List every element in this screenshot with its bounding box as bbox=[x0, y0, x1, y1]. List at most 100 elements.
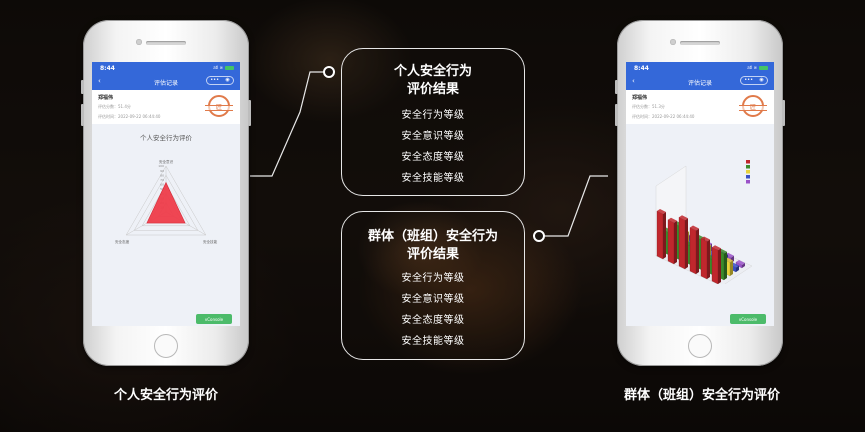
back-icon[interactable]: ‹ bbox=[632, 77, 635, 85]
signal-icon: atl ≋ bbox=[747, 65, 757, 70]
record-card: 郑福伟 评估分数：51.4分 评估时间：2022-09-22 06:44:40 … bbox=[92, 90, 240, 124]
bar3d-bar-side bbox=[674, 220, 677, 264]
nav-bar: 8:44 atl ≋ ‹ 评估记录 ••• ◉ bbox=[92, 62, 240, 90]
more-icon[interactable]: ••• bbox=[744, 77, 754, 83]
bar3d-bar-top bbox=[690, 225, 699, 231]
radar-title: 个人安全行为评价 bbox=[140, 134, 193, 142]
bar3d-bar bbox=[711, 247, 719, 284]
status-icons: atl ≋ bbox=[747, 65, 768, 70]
battery-icon bbox=[225, 66, 234, 70]
connector-dot-left bbox=[323, 66, 335, 78]
right-phone-screen: 8:44 atl ≋ ‹ 评估记录 ••• ◉ 郑福伟 评估分数：51.3分 评… bbox=[626, 62, 774, 326]
speaker-grille bbox=[146, 41, 186, 45]
box-heading-2: 评价结果 bbox=[406, 82, 459, 97]
list-item: 安全意识等级 bbox=[401, 294, 465, 305]
miniprogram-capsule[interactable]: ••• ◉ bbox=[740, 76, 768, 85]
list-item: 安全行为等级 bbox=[401, 110, 465, 121]
radar-series-area bbox=[146, 181, 186, 224]
bar3d-bar-side bbox=[742, 263, 745, 268]
connector-dot-right bbox=[533, 230, 545, 242]
signal-icon: atl ≋ bbox=[213, 65, 223, 70]
radar-axis-label: 安全技能 bbox=[203, 239, 218, 244]
individual-result-box: 个人安全行为 评价结果 安全行为等级 安全意识等级 安全态度等级 安全技能等级 bbox=[341, 48, 525, 196]
bar3d-bar-side bbox=[663, 212, 666, 259]
radar-tick-label: 50 bbox=[160, 187, 164, 191]
bar3d-bar-top bbox=[736, 260, 745, 265]
bar3d-bar-top bbox=[712, 245, 721, 251]
right-phone: 8:44 atl ≋ ‹ 评估记录 ••• ◉ 郑福伟 评估分数：51.3分 评… bbox=[615, 20, 785, 366]
box-heading: 个人安全行为 bbox=[393, 64, 472, 79]
bar3d-bar-side bbox=[730, 260, 733, 276]
radar-tick-label: 80 bbox=[160, 173, 164, 177]
box-heading-2: 评价结果 bbox=[406, 247, 459, 262]
radar-tick-label: 70 bbox=[160, 178, 164, 182]
close-icon[interactable]: ◉ bbox=[225, 77, 230, 83]
radar-grid-ring bbox=[141, 183, 191, 227]
bar3d-bar-side bbox=[707, 239, 710, 279]
list-item: 安全态度等级 bbox=[401, 152, 465, 163]
list-item: 安全技能等级 bbox=[401, 173, 465, 184]
person-name: 郑福伟 bbox=[98, 95, 114, 101]
close-icon[interactable]: ◉ bbox=[759, 77, 764, 83]
bar3d-bar bbox=[700, 238, 708, 280]
person-name: 郑福伟 bbox=[632, 95, 648, 101]
bar3d-bar-top bbox=[725, 252, 734, 258]
bar3d-bar-top bbox=[657, 209, 666, 214]
bar3d-bar-top bbox=[701, 236, 710, 242]
assessment-time: 评估时间：2022-09-22 06:44:40 bbox=[98, 114, 161, 119]
radar-grid-ring bbox=[125, 165, 207, 236]
list-item: 安全意识等级 bbox=[401, 131, 465, 142]
radar-axis-label: 安全态度 bbox=[115, 239, 130, 244]
bar3d-bar-side bbox=[685, 218, 688, 269]
bar3d-bar-side bbox=[736, 265, 739, 272]
bar3d-bar-side bbox=[718, 248, 721, 284]
radar-tick-label: 100 bbox=[158, 164, 164, 168]
nav-title: 评估记录 bbox=[687, 80, 712, 87]
miniprogram-capsule[interactable]: ••• ◉ bbox=[206, 76, 234, 85]
bar3d-bar-top bbox=[668, 217, 677, 223]
bar3d-bar-side bbox=[724, 251, 727, 280]
battery-icon bbox=[759, 66, 768, 70]
list-item: 安全技能等级 bbox=[401, 336, 465, 347]
status-icons: atl ≋ bbox=[213, 65, 234, 70]
box-heading: 群体（班组）安全行为 bbox=[367, 229, 498, 244]
bar3d-legend-swatch bbox=[746, 170, 750, 174]
home-button[interactable] bbox=[154, 334, 178, 358]
left-phone: 8:44 atl ≋ ‹ 评估记录 ••• ◉ 郑福伟 评估分数：51.4分 评… bbox=[81, 20, 251, 366]
seal-stamp-icon: 匠 bbox=[205, 95, 233, 117]
speaker-grille bbox=[680, 41, 720, 45]
list-item: 安全行为等级 bbox=[401, 273, 465, 284]
bar3d-bar bbox=[678, 217, 686, 270]
assessment-score: 评估分数：51.4分 bbox=[98, 104, 131, 109]
bar3d-bar bbox=[656, 210, 664, 260]
vconsole-button[interactable]: vConsole bbox=[196, 314, 232, 324]
list-item: 安全态度等级 bbox=[401, 315, 465, 326]
bar3d-bar-side bbox=[696, 228, 699, 274]
status-time: 8:44 bbox=[100, 65, 115, 72]
radar-chart: 个人安全行为评价100908070605040302010安全意识安全态度安全技… bbox=[115, 134, 218, 244]
status-time: 8:44 bbox=[634, 65, 649, 72]
vconsole-button[interactable]: vConsole bbox=[730, 314, 766, 324]
radar-tick-label: 60 bbox=[160, 183, 164, 187]
radar-axis-label: 安全意识 bbox=[159, 159, 174, 164]
radar-grid-ring bbox=[133, 174, 199, 231]
home-button[interactable] bbox=[688, 334, 712, 358]
bar3d-bar bbox=[689, 227, 697, 275]
more-icon[interactable]: ••• bbox=[210, 77, 220, 83]
back-icon[interactable]: ‹ bbox=[98, 77, 101, 85]
bar3d-legend-swatch bbox=[746, 180, 750, 184]
bar3d-bar bbox=[667, 219, 675, 265]
left-phone-screen: 8:44 atl ≋ ‹ 评估记录 ••• ◉ 郑福伟 评估分数：51.4分 评… bbox=[92, 62, 240, 326]
bar3d-chart bbox=[655, 160, 753, 284]
group-result-box: 群体（班组）安全行为 评价结果 安全行为等级 安全意识等级 安全态度等级 安全技… bbox=[341, 211, 525, 360]
bar3d-legend-swatch bbox=[746, 160, 750, 164]
assessment-score: 评估分数：51.3分 bbox=[632, 104, 665, 109]
radar-tick-label: 90 bbox=[160, 169, 164, 173]
nav-title: 评估记录 bbox=[153, 80, 178, 87]
nav-bar: 8:44 atl ≋ ‹ 评估记录 ••• ◉ bbox=[626, 62, 774, 90]
seal-stamp-icon: 匠 bbox=[739, 95, 767, 117]
bar3d-legend-swatch bbox=[746, 165, 750, 169]
record-card: 郑福伟 评估分数：51.3分 评估时间：2022-09-22 06:44:40 … bbox=[626, 90, 774, 124]
caption-group: 群体（班组）安全行为评价 bbox=[623, 388, 780, 403]
bar3d-bar-top bbox=[679, 215, 688, 221]
